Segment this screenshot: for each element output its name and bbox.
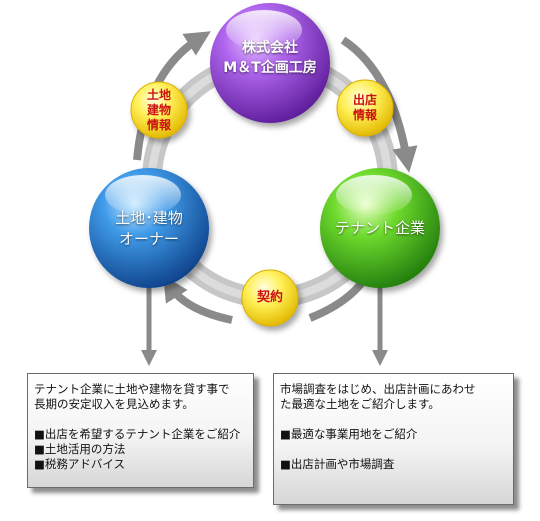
- owner-item-tenant-intro: ■出店を希望するテナント企業をご紹介: [34, 427, 241, 441]
- owner-label-line2: オーナー: [118, 230, 179, 248]
- tenant-intro-line1: 市場調査をはじめ、出店計画にあわせ: [280, 382, 476, 396]
- badge-land-info-line1: 土地: [146, 88, 171, 102]
- badge-contract-label: 契約: [250, 290, 290, 306]
- owner-intro-line1: テナント企業に土地や建物を貸す事で: [34, 382, 230, 396]
- badge-contract: [241, 269, 299, 327]
- badge-land-info-line3: 情報: [146, 118, 171, 132]
- tenant-intro-line2: た最適な土地をご紹介します。: [280, 397, 440, 411]
- company-node: [210, 3, 330, 123]
- tenant-node: [320, 168, 440, 288]
- tenant-label-line1: テナント企業: [334, 219, 425, 237]
- company-label-line1: 株式会社: [242, 40, 298, 56]
- badge-store-info: [336, 79, 394, 137]
- badge-land-info: [130, 81, 188, 139]
- tenant-label: テナント企業: [320, 218, 440, 239]
- owner-item-tax-advice: ■税務アドバイス: [34, 457, 126, 471]
- owner-info-box: テナント企業に土地や建物を貸す事で 長期の安定収入を見込めます。 ■出店を希望す…: [27, 373, 254, 488]
- badge-contract-line1: 契約: [256, 290, 283, 305]
- badge-store-info-line1: 出店: [352, 93, 377, 107]
- badge-store-info-line2: 情報: [352, 108, 377, 122]
- badge-land-info-label: 土地 建物 情報: [139, 88, 179, 133]
- arrow-contract-left: [163, 275, 233, 324]
- owner-item-land-use: ■土地活用の方法: [34, 442, 126, 456]
- tenant-info-box: 市場調査をはじめ、出店計画にあわせ た最適な土地をご紹介します。 ■最適な事業用…: [273, 373, 514, 505]
- company-label-line2: M＆T企画工房: [223, 60, 317, 76]
- badge-store-info-label: 出店 情報: [345, 93, 385, 123]
- company-label: 株式会社 M＆T企画工房: [210, 38, 330, 78]
- owner-label: 土地･建物 オーナー: [89, 208, 209, 250]
- owner-node: [89, 168, 209, 288]
- tenant-item-business-land: ■最適な事業用地をご紹介: [280, 427, 418, 441]
- tenant-item-store-plan: ■出店計画や市場調査: [280, 457, 395, 471]
- arrow-company-to-tenant: [340, 36, 418, 173]
- badge-land-info-line2: 建物: [146, 103, 171, 117]
- owner-label-line1: 土地･建物: [115, 209, 183, 227]
- owner-intro-line2: 長期の安定収入を見込めます。: [34, 397, 194, 411]
